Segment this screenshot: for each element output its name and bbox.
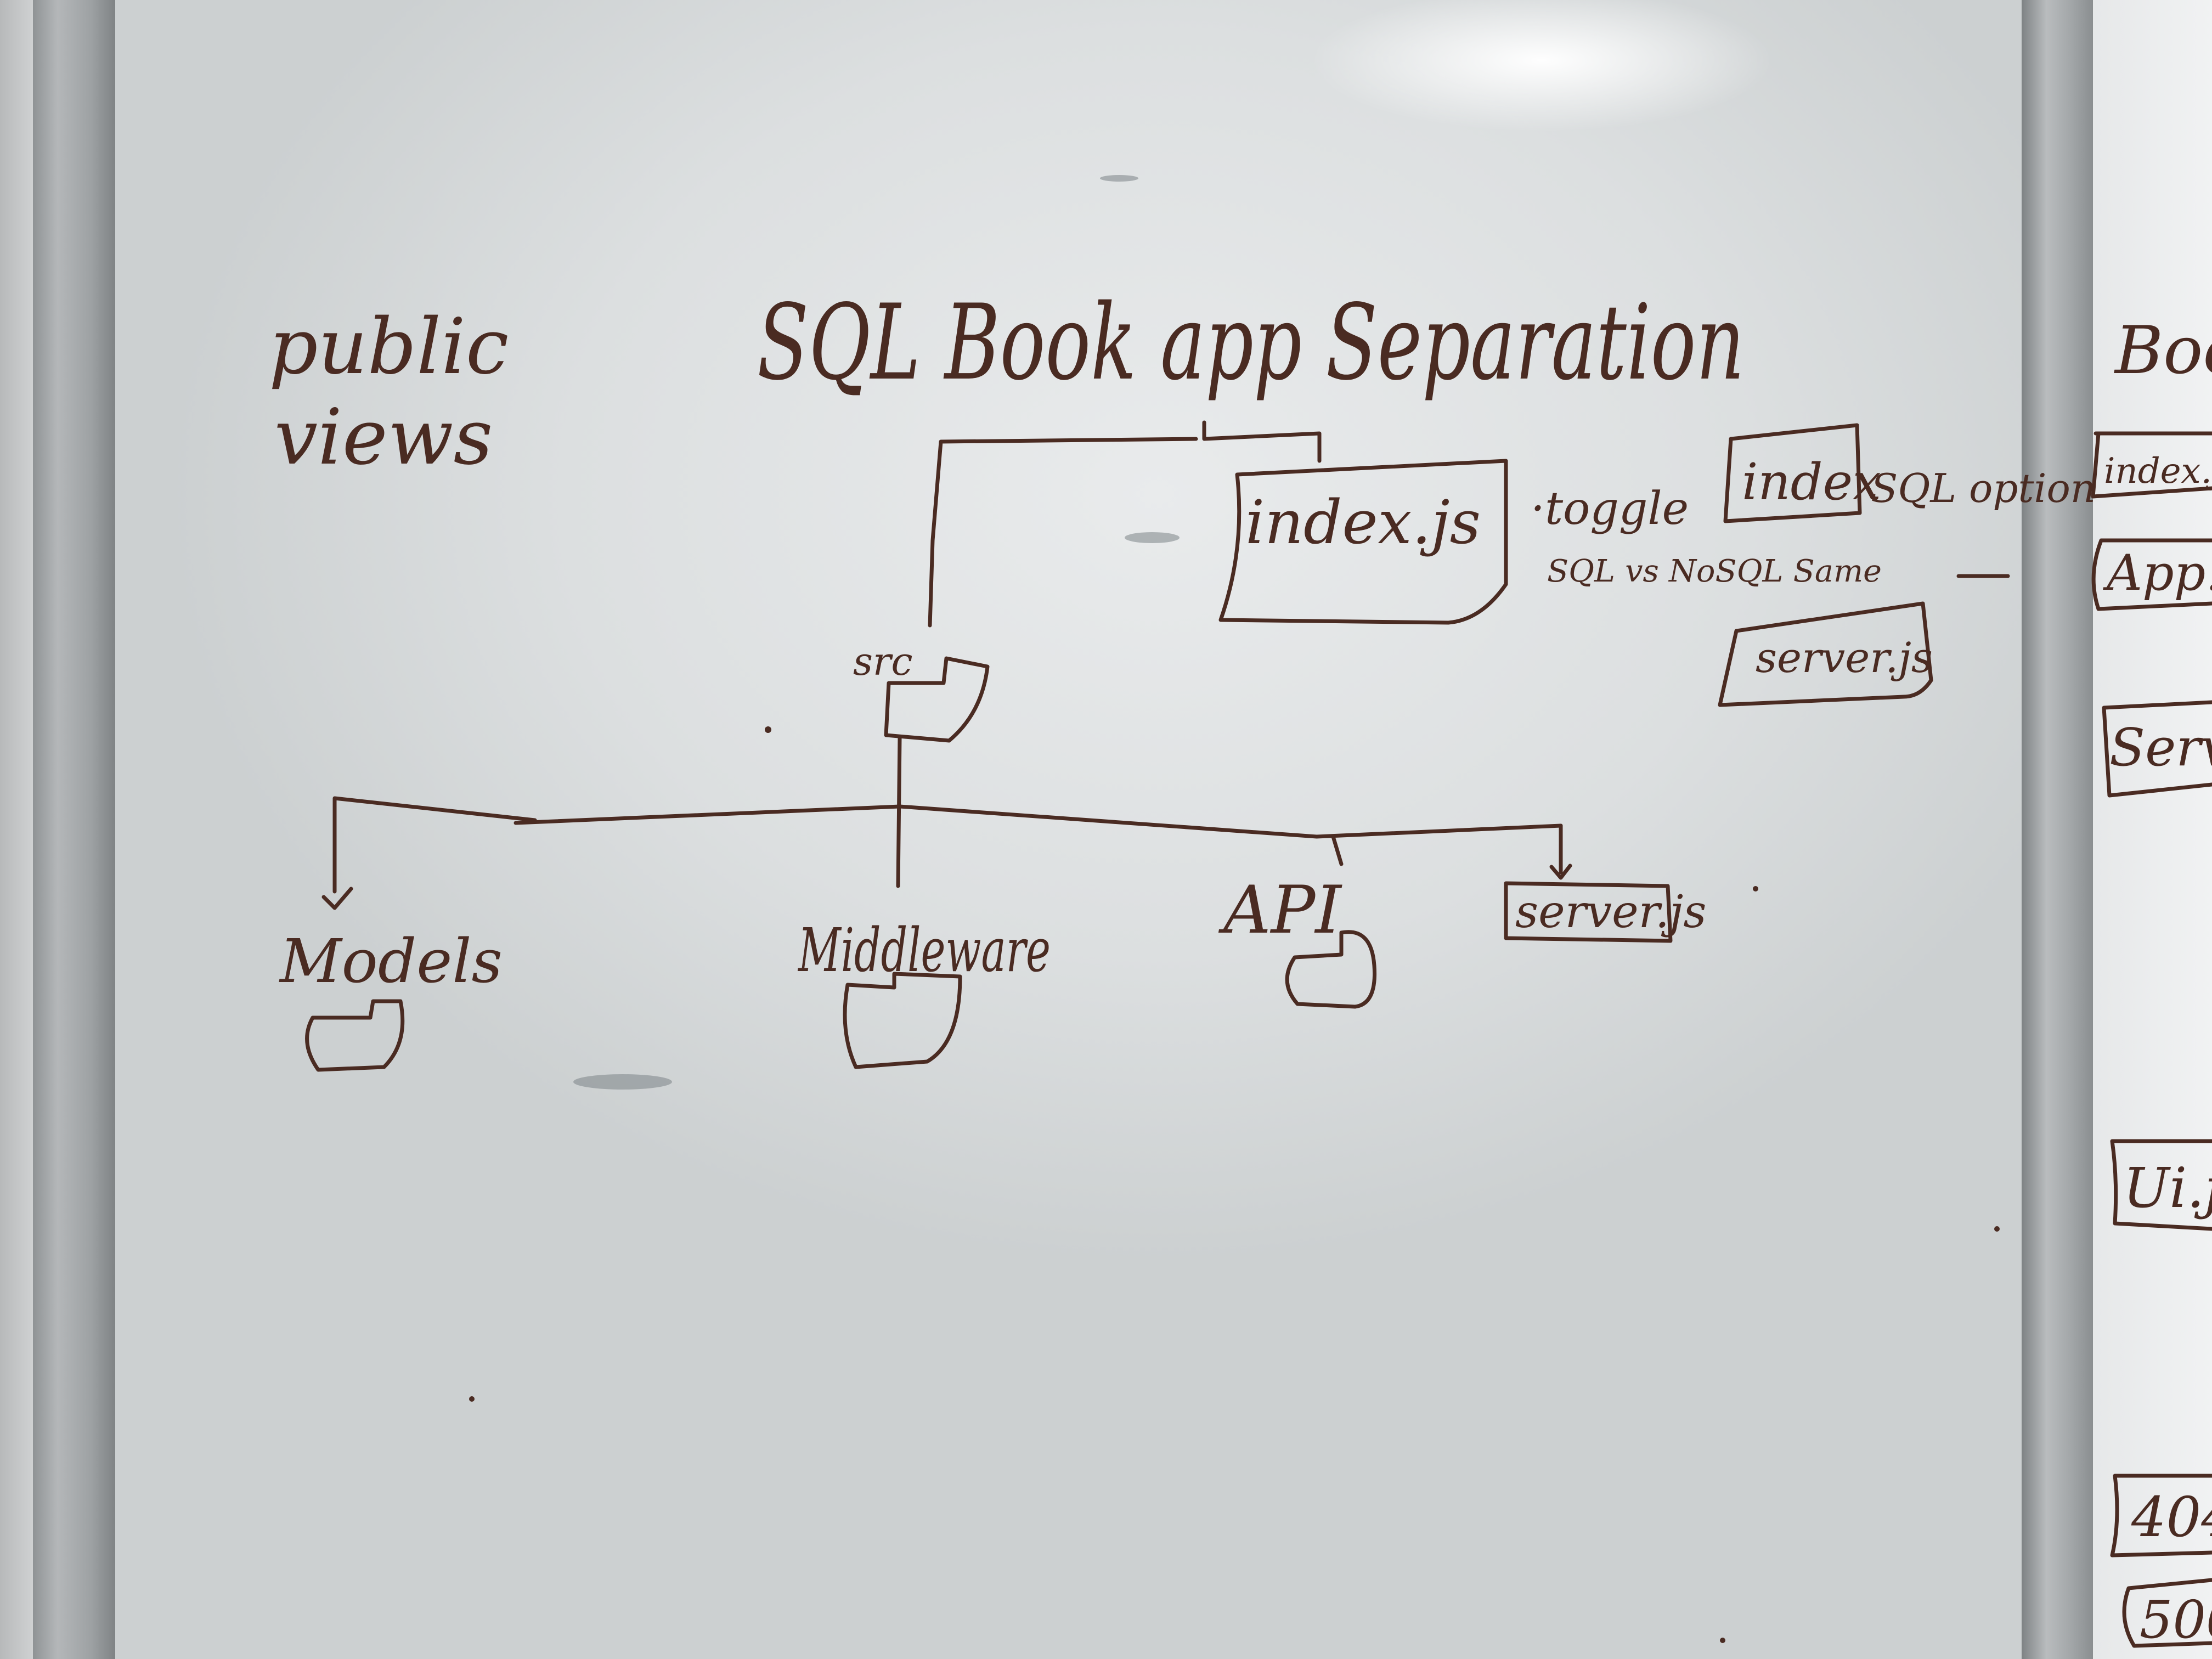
src-connector bbox=[928, 437, 1198, 628]
right-board-box bbox=[2091, 538, 2212, 611]
adjacent-whiteboard bbox=[2093, 0, 2212, 1659]
server-js-top-label: server.js bbox=[1756, 633, 1933, 682]
index-js-box bbox=[1218, 459, 1508, 625]
public-label: public bbox=[269, 302, 509, 392]
views-label: views bbox=[274, 393, 493, 482]
right-board-box bbox=[2091, 431, 2212, 499]
whiteboard-frame-left bbox=[33, 0, 115, 1659]
right-board-item: index.js bbox=[2104, 451, 2212, 492]
src-folder-icon bbox=[884, 656, 990, 743]
board-title: SQL Book app Separation bbox=[757, 282, 1745, 403]
right-board-box bbox=[2102, 700, 2212, 798]
models-branch bbox=[332, 796, 537, 894]
index-connector bbox=[1202, 420, 1322, 463]
whiteboard bbox=[115, 0, 2022, 1659]
middleware-branch bbox=[896, 736, 902, 888]
right-board-box bbox=[2110, 1139, 2212, 1231]
server-js-box-top bbox=[1718, 601, 1933, 707]
ink-dot bbox=[469, 1396, 475, 1402]
tree-horizontal-line bbox=[514, 804, 1563, 839]
index-small-box bbox=[1723, 423, 1862, 523]
right-board-box bbox=[2110, 1474, 2212, 1558]
ink-dot bbox=[1994, 1226, 2000, 1232]
server-js-label: server.js bbox=[1515, 886, 1706, 938]
right-board-item: App.js bbox=[2103, 544, 2212, 602]
models-label: Models bbox=[279, 926, 503, 996]
right-board-item: Book bbox=[2114, 313, 2212, 389]
smudge bbox=[1125, 532, 1180, 543]
models-arrow bbox=[321, 887, 353, 910]
index-js-label: index.js bbox=[1245, 487, 1481, 557]
api-label: API bbox=[1218, 872, 1342, 949]
models-folder-icon bbox=[305, 999, 405, 1072]
src-label: src bbox=[853, 639, 913, 684]
right-board-item: 404 bbox=[2131, 1485, 2212, 1549]
smudge bbox=[1100, 175, 1138, 182]
server-arrow bbox=[1549, 864, 1572, 880]
ink-dot bbox=[1720, 1638, 1725, 1643]
whiteboard-frame-right bbox=[2022, 0, 2093, 1659]
middleware-folder-icon bbox=[843, 972, 962, 1069]
right-board-item: Ui.js bbox=[2123, 1156, 2212, 1220]
wall bbox=[0, 0, 33, 1659]
sql-nosql-note: SQL vs NoSQL Same bbox=[1547, 554, 1882, 589]
api-branch bbox=[1331, 834, 1344, 866]
ink-dot bbox=[1753, 886, 1758, 891]
right-board-item: 500 bbox=[2140, 1590, 2212, 1650]
toggle-note: ·toggle bbox=[1531, 483, 1689, 535]
smudge bbox=[573, 1074, 672, 1090]
sql-option-note: SQL option bbox=[1871, 465, 2096, 511]
right-board-box bbox=[2122, 1578, 2212, 1648]
server-js-box bbox=[1504, 881, 1673, 943]
right-board-item: Server bbox=[2109, 718, 2212, 778]
index-small-label: index bbox=[1742, 453, 1881, 511]
ink-dot bbox=[765, 726, 771, 733]
api-folder-icon bbox=[1285, 930, 1377, 1009]
